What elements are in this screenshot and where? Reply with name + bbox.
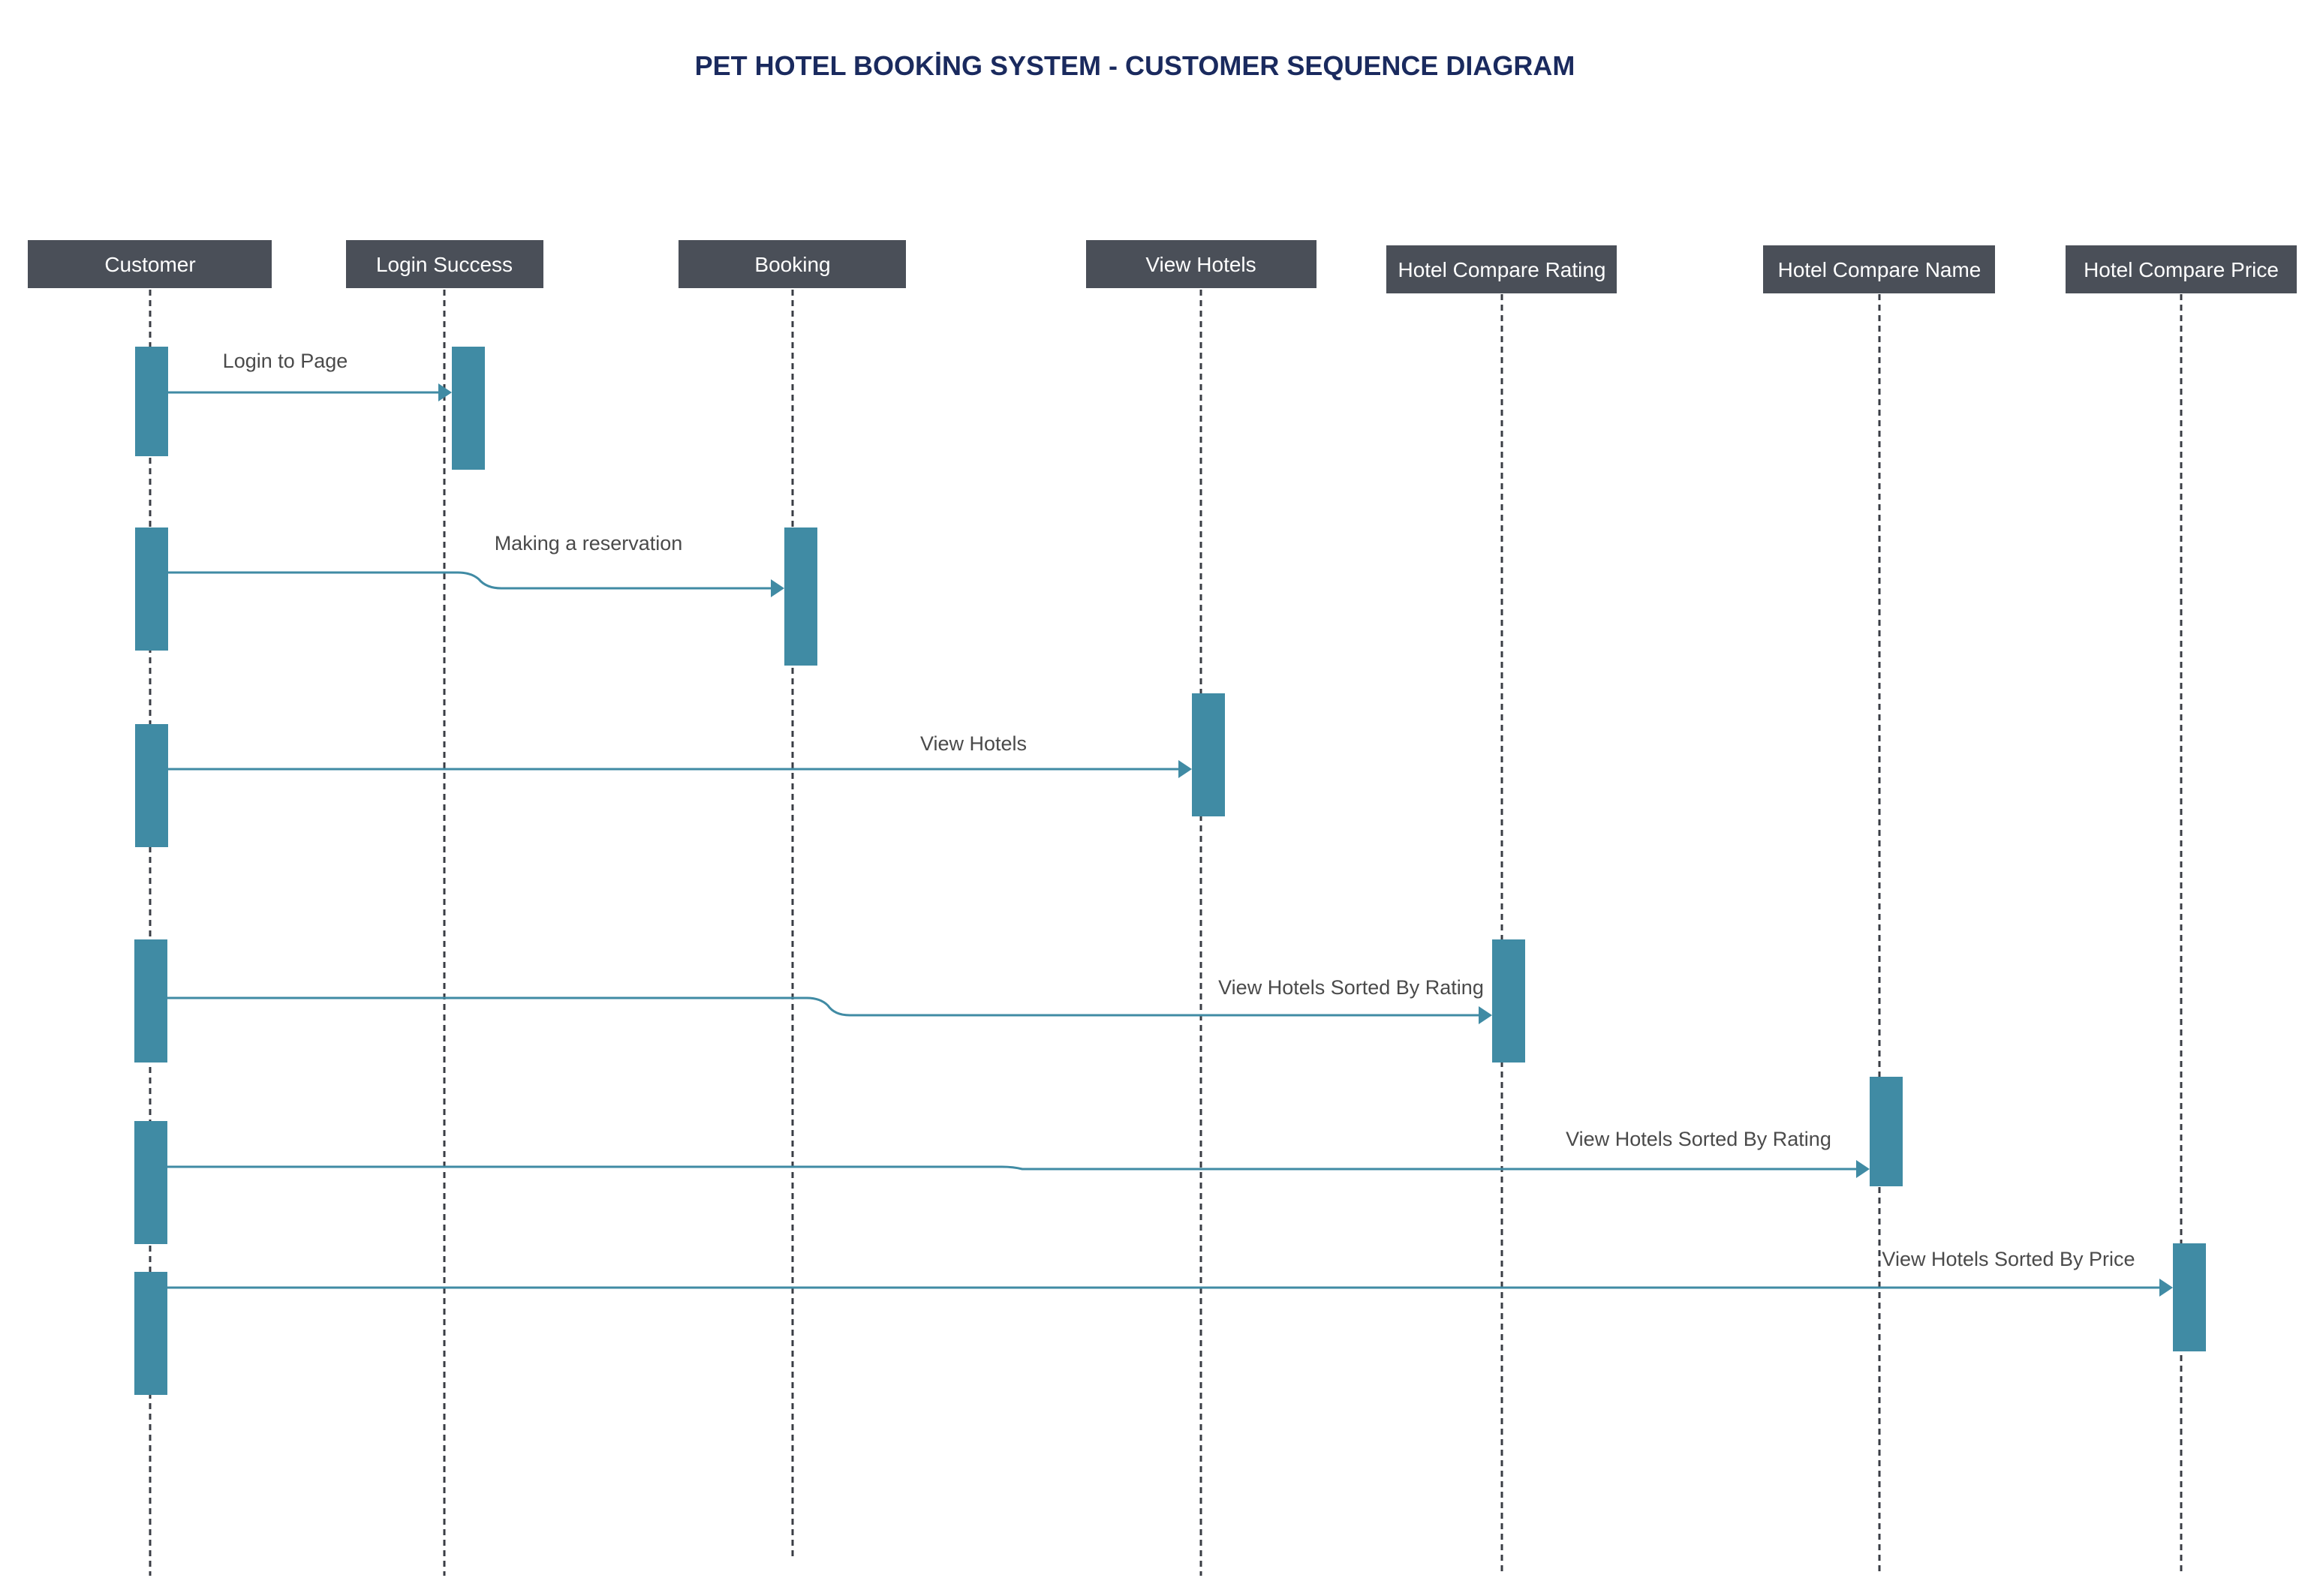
message-making-a-reservation: Making a reservation xyxy=(168,532,784,597)
participant-label-customer: Customer xyxy=(104,253,195,276)
lifelines xyxy=(149,290,2183,1576)
message-label: Login to Page xyxy=(223,350,348,372)
participant-booking: Booking xyxy=(679,240,906,288)
message-label: View Hotels xyxy=(920,732,1027,755)
participant-box-customer xyxy=(28,240,272,288)
participant-box-hotel-compare-rating xyxy=(1386,245,1617,293)
participant-label-hotel-compare-rating: Hotel Compare Rating xyxy=(1398,258,1605,281)
message-view-hotels-sorted-by-price: View Hotels Sorted By Price xyxy=(167,1248,2173,1297)
activation-booking xyxy=(784,527,817,666)
participant-box-hotel-compare-name xyxy=(1763,245,1995,293)
message-arrow-line xyxy=(167,1165,1861,1171)
activation-customer-4 xyxy=(134,939,167,1062)
participant-box-booking xyxy=(679,240,906,288)
participant-login-success: Login Success xyxy=(346,240,543,288)
activation-customer-1 xyxy=(135,347,168,456)
activation-view-hotels xyxy=(1192,693,1225,816)
activation-bars xyxy=(134,347,2206,1395)
activation-hotel-compare-name xyxy=(1870,1077,1903,1186)
participant-hotel-compare-rating: Hotel Compare Rating xyxy=(1386,245,1617,293)
message-label: View Hotels Sorted By Price xyxy=(1882,1248,2135,1270)
message-arrowhead xyxy=(438,383,452,401)
participant-label-booking: Booking xyxy=(754,253,830,276)
participant-hotel-compare-name: Hotel Compare Name xyxy=(1763,245,1995,293)
diagram-title: PET HOTEL BOOKİNG SYSTEM - CUSTOMER SEQU… xyxy=(695,50,1575,81)
message-login-to-page: Login to Page xyxy=(168,350,452,401)
participant-label-hotel-compare-name: Hotel Compare Name xyxy=(1778,258,1981,281)
participant-box-hotel-compare-price xyxy=(2066,245,2297,293)
message-arrow-line xyxy=(168,571,775,590)
message-arrowhead xyxy=(2159,1279,2173,1297)
activation-customer-3 xyxy=(135,724,168,847)
message-arrowhead xyxy=(771,579,784,597)
message-arrowhead xyxy=(1178,760,1192,778)
message-label: Making a reservation xyxy=(495,532,683,555)
participant-box-login-success xyxy=(346,240,543,288)
participant-label-login-success: Login Success xyxy=(376,253,513,276)
participant-hotel-compare-price: Hotel Compare Price xyxy=(2066,245,2297,293)
message-arrowhead xyxy=(1856,1160,1870,1178)
activation-hotel-compare-rating xyxy=(1492,939,1525,1062)
message-label: View Hotels Sorted By Rating xyxy=(1566,1128,1831,1150)
message-view-hotels-sorted-by-rating-1: View Hotels Sorted By Rating xyxy=(167,976,1492,1024)
message-view-hotels: View Hotels xyxy=(168,732,1192,778)
participant-customer: Customer xyxy=(28,240,272,288)
message-arrow-line xyxy=(167,996,1483,1017)
activation-hotel-compare-price xyxy=(2173,1243,2206,1351)
activation-customer-6 xyxy=(134,1272,167,1395)
participant-label-hotel-compare-price: Hotel Compare Price xyxy=(2084,258,2279,281)
message-arrowhead xyxy=(1479,1006,1492,1024)
participant-label-view-hotels: View Hotels xyxy=(1145,253,1256,276)
message-view-hotels-sorted-by-rating-2: View Hotels Sorted By Rating xyxy=(167,1128,1870,1178)
activation-customer-5 xyxy=(134,1121,167,1244)
message-label: View Hotels Sorted By Rating xyxy=(1218,976,1484,999)
participant-box-view-hotels xyxy=(1086,240,1316,288)
participant-view-hotels: View Hotels xyxy=(1086,240,1316,288)
activation-customer-2 xyxy=(135,527,168,651)
activation-login-success xyxy=(452,347,485,470)
